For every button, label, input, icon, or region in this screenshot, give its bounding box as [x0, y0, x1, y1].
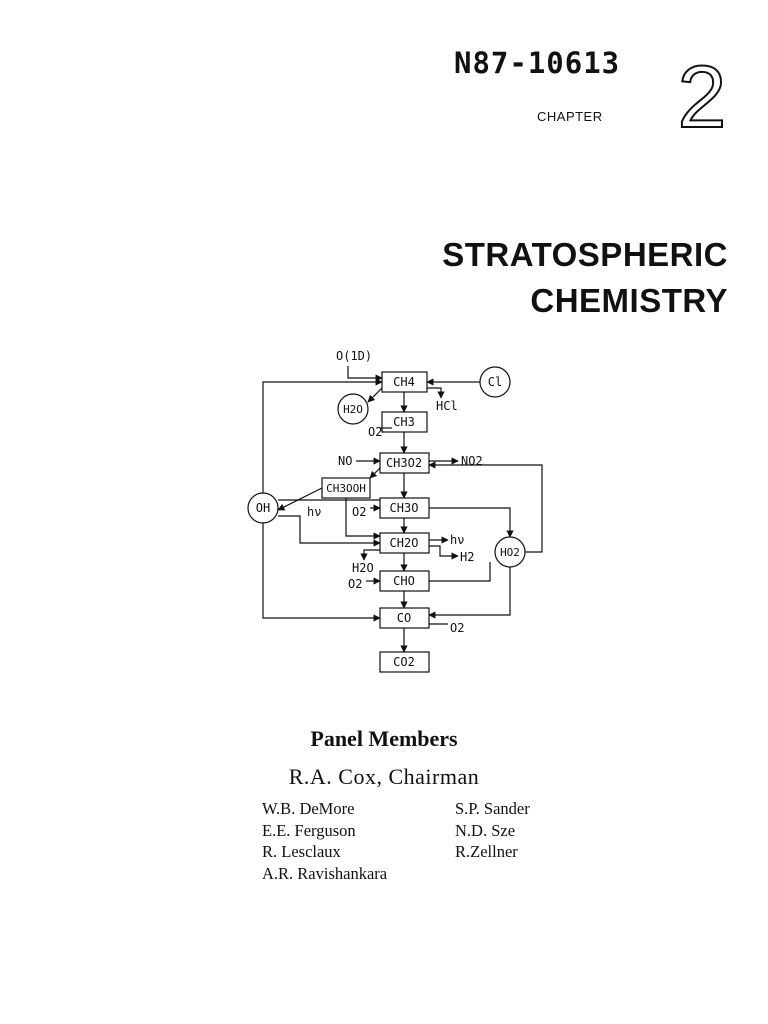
hcl-label: HCl: [436, 399, 458, 413]
chapter-title-line-2: CHEMISTRY: [530, 282, 728, 319]
oh-label: OH: [256, 501, 270, 515]
chapter-number-glyph: 2: [678, 55, 727, 135]
hv-label-ch3ooh: hν: [307, 505, 321, 519]
panel-member: N.D. Sze: [455, 820, 516, 840]
chapter-number: 2: [677, 55, 728, 135]
cho-label: CHO: [393, 574, 415, 588]
o2-label-co: O2: [450, 621, 464, 635]
ch3ooh-label: CH3OOH: [326, 482, 366, 495]
panel-member: E.E. Ferguson: [262, 820, 356, 840]
ch2o-label: CH2O: [390, 536, 419, 550]
o2-label-ch3o: O2: [352, 505, 366, 519]
h2o-label: H2O: [352, 561, 374, 575]
h2-label: H2: [460, 550, 474, 564]
no2-label: NO2: [461, 454, 483, 468]
report-number: N87-10613: [454, 46, 621, 80]
h2o-circle-label: H2O: [343, 403, 363, 416]
members-left-column: W.B. DeMore E.E. Ferguson R. Lesclaux A.…: [262, 798, 387, 884]
chapter-label: CHAPTER: [537, 109, 603, 124]
co2-label: CO2: [393, 655, 415, 669]
co-label: CO: [397, 611, 411, 625]
cl-label: Cl: [488, 375, 502, 389]
panel-chairman: R.A. Cox, Chairman: [288, 764, 480, 789]
hv-label-ch2o: hν: [450, 533, 464, 547]
members-right-column: S.P. Sander N.D. Sze R.Zellner: [455, 798, 530, 863]
ho2-label: HO2: [500, 546, 520, 559]
panel-member: R.Zellner: [455, 842, 518, 861]
h2o-circle: [337, 393, 369, 425]
methane-oxidation-diagram: CH4 CH3 CH3O2 CH3OOH CH3O CH2O CHO CO CO…: [247, 349, 543, 673]
panel-member: S.P. Sander: [455, 799, 530, 818]
no-label: NO: [338, 454, 352, 468]
ch3-label: CH3: [393, 415, 415, 429]
o2-label-ch3: O2: [368, 425, 382, 439]
ch4-label: CH4: [393, 375, 415, 389]
o2-label-cho: O2: [348, 577, 362, 591]
panel-member: A.R. Ravishankara: [262, 863, 388, 883]
panel-member: R. Lesclaux: [262, 842, 341, 861]
o1d-label: O(1D): [336, 349, 372, 363]
chapter-title-line-1: STRATOSPHERIC: [442, 236, 728, 273]
ch3o2-label: CH3O2: [386, 456, 422, 470]
panel-member: W.B. DeMore: [262, 799, 355, 818]
ch3o-label: CH3O: [390, 501, 419, 515]
panel-heading: Panel Members: [310, 726, 458, 751]
